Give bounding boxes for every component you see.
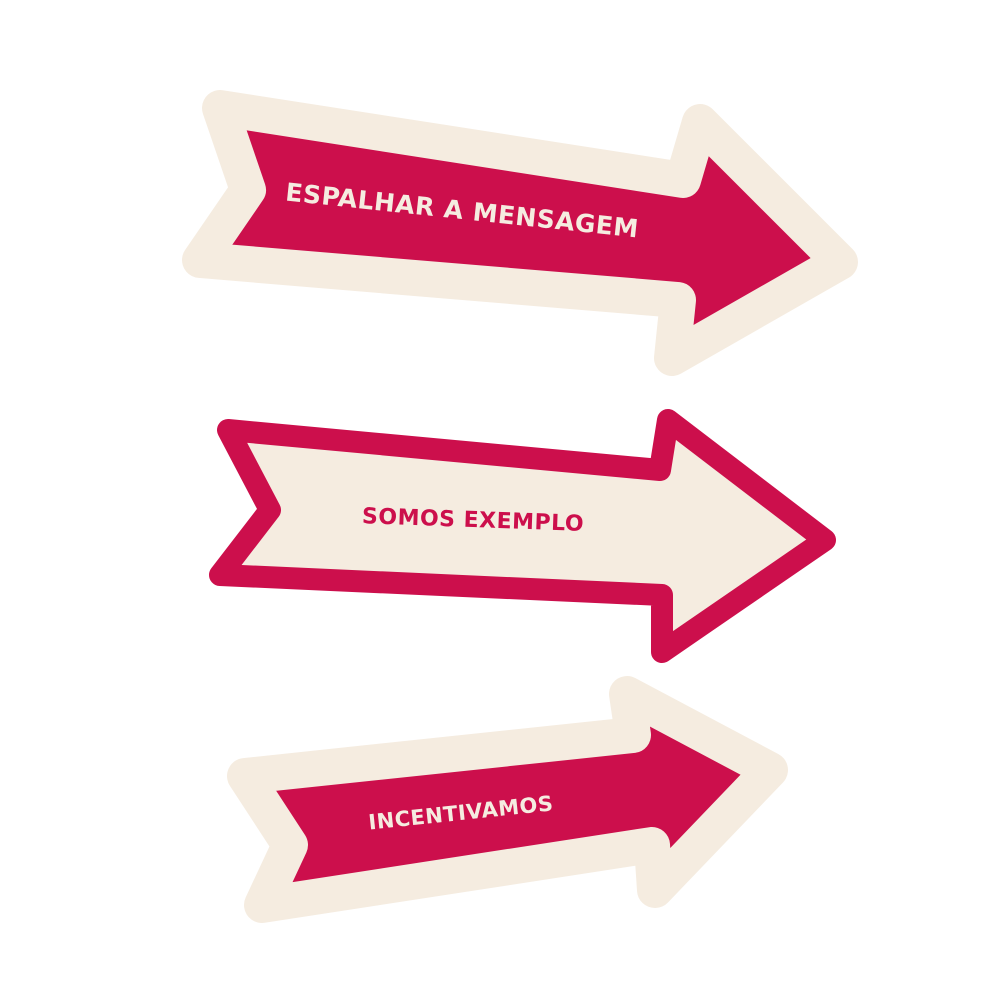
arrow-somos-exemplo: SOMOS EXEMPLO (209, 409, 836, 663)
arrow-1-shape (182, 90, 858, 376)
arrow-incentivamos: INCENTIVAMOS (227, 676, 788, 923)
arrow-espalhar-a-mensagem: ESPALHAR A MENSAGEM (182, 90, 858, 376)
arrow-3-shape (227, 676, 788, 923)
arrow-2-shape (209, 409, 836, 663)
